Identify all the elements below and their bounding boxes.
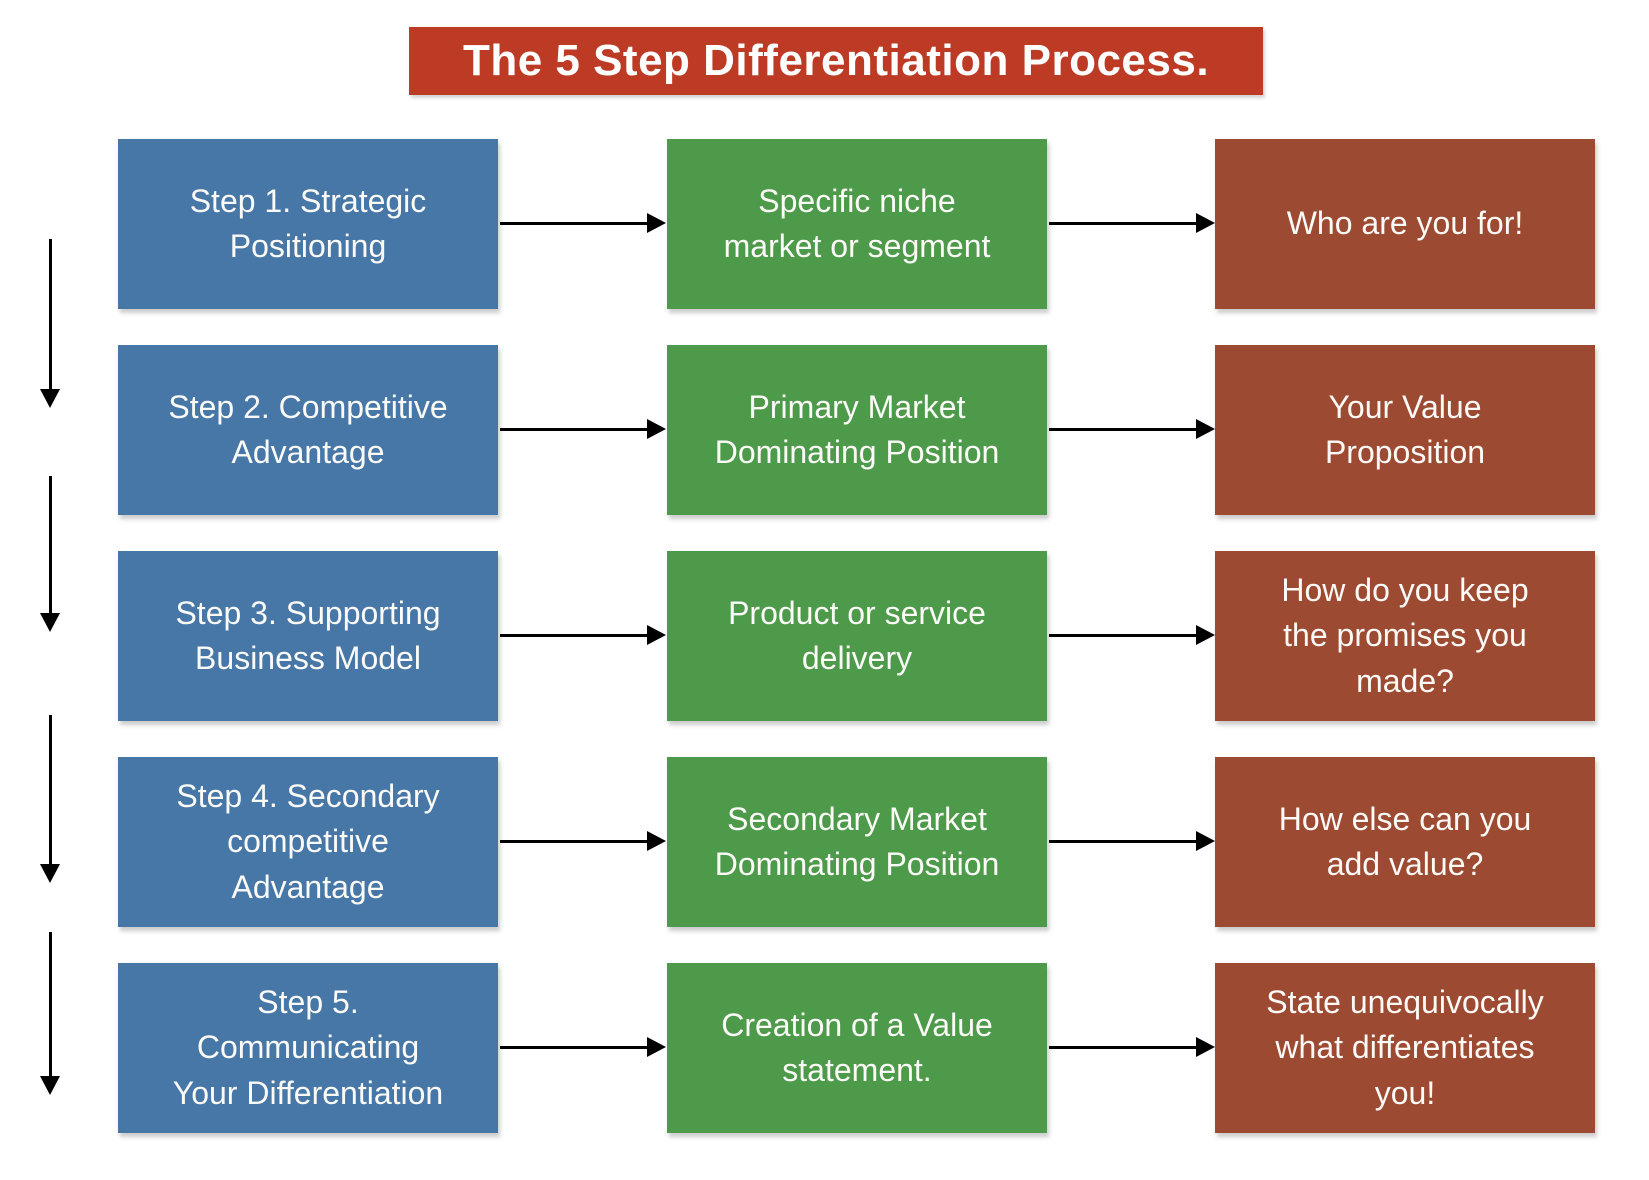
result-box-3: How do you keep the promises you made?: [1215, 551, 1595, 721]
flow-arrow-right-icon: [500, 625, 666, 645]
flow-arrow-down-icon: [40, 476, 60, 632]
middle-box-2: Primary Market Dominating Position: [667, 345, 1047, 515]
step-box-4: Step 4. Secondary competitive Advantage: [118, 757, 498, 927]
flow-arrow-right-icon: [1049, 831, 1215, 851]
result-box-1: Who are you for!: [1215, 139, 1595, 309]
flow-arrow-right-icon: [500, 1037, 666, 1057]
step-box-2: Step 2. Competitive Advantage: [118, 345, 498, 515]
middle-box-5: Creation of a Value statement.: [667, 963, 1047, 1133]
result-box-5: State unequivocally what differentiates …: [1215, 963, 1595, 1133]
flow-arrow-right-icon: [1049, 1037, 1215, 1057]
flow-arrow-right-icon: [500, 213, 666, 233]
flow-arrow-right-icon: [500, 419, 666, 439]
step-box-1: Step 1. Strategic Positioning: [118, 139, 498, 309]
flow-arrow-right-icon: [1049, 213, 1215, 233]
result-box-4: How else can you add value?: [1215, 757, 1595, 927]
flow-arrow-down-icon: [40, 932, 60, 1095]
diagram-title: The 5 Step Differentiation Process.: [409, 27, 1263, 95]
result-box-2: Your Value Proposition: [1215, 345, 1595, 515]
middle-box-1: Specific niche market or segment: [667, 139, 1047, 309]
step-box-3: Step 3. Supporting Business Model: [118, 551, 498, 721]
flow-arrow-down-icon: [40, 239, 60, 408]
middle-box-4: Secondary Market Dominating Position: [667, 757, 1047, 927]
flow-arrow-right-icon: [500, 831, 666, 851]
flow-arrow-right-icon: [1049, 625, 1215, 645]
flow-arrow-right-icon: [1049, 419, 1215, 439]
middle-box-3: Product or service delivery: [667, 551, 1047, 721]
flow-arrow-down-icon: [40, 715, 60, 883]
step-box-5: Step 5. Communicating Your Differentiati…: [118, 963, 498, 1133]
